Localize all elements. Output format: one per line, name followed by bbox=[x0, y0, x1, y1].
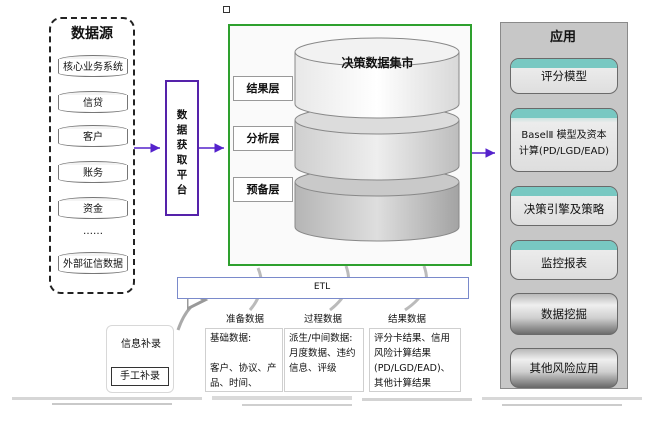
source-ellipsis: …… bbox=[83, 226, 103, 237]
mart-title: 决策数据集市 bbox=[341, 56, 414, 70]
data-source-panel bbox=[49, 17, 135, 294]
layer-prep-tag: 预备层 bbox=[233, 177, 293, 202]
etl-bar bbox=[177, 277, 469, 299]
arrow-info-up bbox=[176, 300, 205, 331]
process-data-box: 派生/中间数据: 月度数据、违约信息、评级 bbox=[284, 328, 364, 392]
manual-supplement-button: 手工补录 bbox=[111, 367, 169, 386]
mart-cylinder-stack bbox=[294, 37, 460, 242]
source-label: 外部征信数据 bbox=[58, 256, 128, 274]
scan-artifact-strip bbox=[12, 396, 642, 406]
layer-prep-cylinder bbox=[294, 182, 460, 242]
layer-analysis-cylinder bbox=[294, 120, 460, 181]
layer-result-cylinder bbox=[294, 52, 460, 119]
source-label: 账务 bbox=[58, 165, 128, 183]
source-label: 核心业务系统 bbox=[58, 59, 128, 77]
app-label: 决策引擎及策略 bbox=[523, 202, 605, 216]
corner-marker bbox=[223, 6, 230, 13]
application-title: 应用 bbox=[549, 30, 576, 45]
app-label: 数据挖掘 bbox=[541, 307, 587, 321]
layer-analysis-tag: 分析层 bbox=[233, 126, 293, 151]
prep-data-box: 基础数据: 客户、协议、产品、时间、 bbox=[205, 328, 283, 392]
app-decision-engine: 决策引擎及策略 bbox=[510, 186, 618, 226]
app-label: 评分模型 bbox=[541, 69, 587, 83]
layer-result-tag: 结果层 bbox=[233, 76, 293, 101]
app-monitoring-report: 监控报表 bbox=[510, 240, 618, 280]
process-data-title: 过程数据 bbox=[303, 314, 342, 325]
app-other-risk: 其他风险应用 bbox=[510, 348, 618, 388]
data-source-title: 数据源 bbox=[71, 26, 113, 42]
app-basel-model: BaselⅡ 模型及资本计算(PD/LGD/EAD) bbox=[510, 108, 618, 172]
source-label: 资金 bbox=[58, 201, 128, 219]
app-label: BaselⅡ 模型及资本计算(PD/LGD/EAD) bbox=[518, 130, 610, 157]
result-data-title: 结果数据 bbox=[387, 314, 426, 325]
app-data-mining: 数据挖掘 bbox=[510, 293, 618, 335]
app-scoring-model: 评分模型 bbox=[510, 58, 618, 94]
result-data-box: 评分卡结果、信用风险计算结果(PD/LGD/EAD)、其他计算结果 bbox=[369, 328, 461, 392]
source-label: 信贷 bbox=[58, 95, 128, 113]
platform-label: 数 据 获 取 平 台 bbox=[176, 109, 188, 196]
info-supplement-label: 信息补录 bbox=[121, 339, 161, 350]
app-label: 监控报表 bbox=[541, 256, 587, 270]
prep-data-title: 准备数据 bbox=[225, 314, 264, 325]
app-label: 其他风险应用 bbox=[529, 361, 599, 375]
etl-label: ETL bbox=[313, 282, 331, 292]
data-acquisition-platform bbox=[165, 80, 199, 216]
source-label: 客户 bbox=[58, 129, 128, 147]
